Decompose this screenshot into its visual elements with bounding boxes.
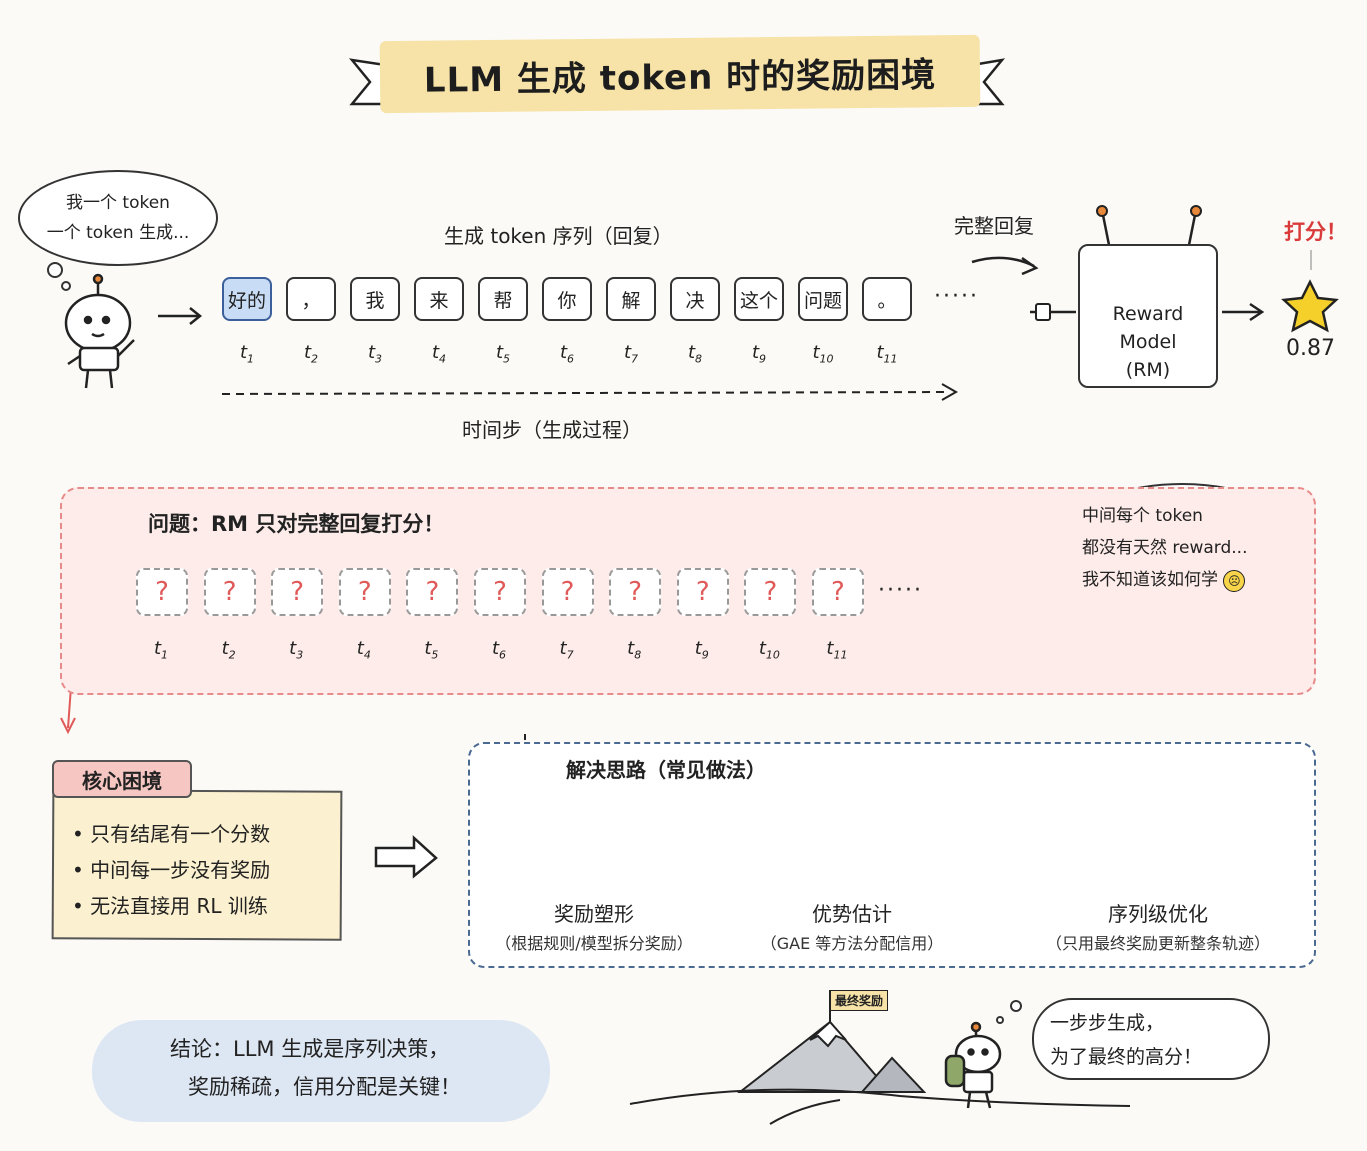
unknown-reward-box: ? [136,568,188,616]
conclusion-line-2: 奖励稀疏，信用分配是关键！ [188,1075,461,1099]
thought-cloud-1: 我一个 token 一个 token 生成... [18,170,218,266]
unknown-reward-box: ? [406,568,459,616]
speech-bubble [1032,998,1270,1080]
conclusion-line-1: 结论：LLM 生成是序列决策， [170,1037,450,1061]
page-title: LLM 生成 token 时的奖励困境 [379,34,981,114]
problem-thought: 中间每个 token 都没有天然 reward... 我不知道该如何学 ☹ [1082,500,1248,596]
score-label: 打分！ [1284,220,1347,244]
solution-sub-reward-shaping: （根据规则/模型拆分奖励） [495,934,693,953]
token-box: 。 [862,277,912,321]
conclusion-text: 结论：LLM 生成是序列决策， 奖励稀疏，信用分配是关键！ [170,1030,461,1106]
token-box: 我 [350,277,400,321]
sequence-title: 生成 token 序列（回复） [444,224,673,248]
problem-thought-line-2: 都没有天然 reward... [1082,538,1248,558]
timestep-labels: t1 t2 t3 t4 t5 t6 t7 t8 t9 t10 t11 [222,342,912,366]
summit-flag: 最终奖励 [830,990,889,1011]
token-box: 来 [414,277,464,321]
timestep-label: t9 [694,638,709,662]
speech-text: 一步步生成， 为了最终的高分！ [1050,1006,1202,1074]
reward-model-box [1078,244,1218,388]
timestep-label: t4 [356,638,371,662]
rm-line-3: (RM) [1125,359,1171,381]
unknown-reward-box: ? [541,568,594,616]
timestep-label: t2 [303,342,319,366]
conclusion-panel [92,1020,550,1122]
hiker-robot-icon [944,1021,1002,1109]
timestep-label: t6 [559,342,575,366]
list-item: 无法直接用 RL 训练 [72,888,270,924]
unknown-reward-row: ? ? ? ? ? ? ? ? ? ? ? [136,568,864,616]
token-box: 解 [606,277,656,321]
solution-sub-advantage: （GAE 等方法分配信用） [760,934,944,953]
timestep-label: t4 [431,342,447,366]
token-box: 好的 [222,277,272,321]
token-box: 你 [542,277,592,321]
solution-title-advantage: 优势估计 [812,902,892,926]
speech-line-2: 为了最终的高分！ [1050,1046,1203,1068]
timestep-label: t9 [751,342,767,366]
robot-icon [64,273,135,389]
list-item: 中间每一步没有奖励 [72,852,270,888]
rm-line-1: Reward [1112,303,1184,325]
token-box: ， [286,277,336,321]
timestep-label: t6 [491,638,506,662]
unknown-reward-box: ? [676,568,729,616]
timestep-label: t1 [239,342,255,366]
solutions-title: 解决思路（常见做法） [566,758,766,782]
sad-face-icon: ☹ [1223,570,1246,592]
timestep-label: t7 [559,638,574,662]
token-box: 问题 [798,277,848,321]
timestep-label: t3 [289,638,304,662]
core-dilemma-list: 只有结尾有一个分数 中间每一步没有奖励 无法直接用 RL 训练 [72,816,270,924]
sequence-ellipsis: ····· [934,284,979,309]
score-value: 0.87 [1286,336,1335,361]
timestep-label: t5 [495,342,511,366]
rm-line-2: Model [1119,331,1177,353]
unknown-reward-box: ? [338,568,391,616]
star-icon [1281,279,1339,333]
token-box: 帮 [478,277,528,321]
timestep-label: t8 [627,638,642,662]
unknown-reward-box: ? [609,568,662,616]
token-box: 决 [670,277,720,321]
problem-thought-line-1: 中间每个 token [1082,506,1203,526]
problem-thought-line-3: 我不知道该如何学 ☹ [1082,564,1248,596]
problem-timestep-labels: t1 t2 t3 t4 t5 t6 t7 t8 t9 t10 t11 [136,638,862,662]
timestep-label: t8 [687,342,703,366]
timestep-label: t3 [367,342,383,366]
unknown-reward-box: ? [473,568,526,616]
timestep-label: t1 [153,638,169,662]
solution-sub-sequence: （只用最终奖励更新整条轨迹） [1045,934,1270,953]
core-dilemma-tag: 核心困境 [52,760,192,798]
problem-title: 问题：RM 只对完整回复打分！ [148,512,445,536]
unknown-reward-box: ? [811,568,864,616]
timestep-label: t2 [221,638,236,662]
reward-model-label: Reward Model (RM) [1078,300,1218,384]
speech-line-1: 一步步生成， [1050,1012,1165,1034]
token-box: 这个 [734,277,784,321]
timestep-label: t10 [758,638,780,662]
unknown-reward-box: ? [203,568,256,616]
list-item: 只有结尾有一个分数 [72,816,270,852]
time-axis-label: 时间步（生成过程） [462,418,642,442]
timestep-label: t10 [812,342,834,366]
solutions-panel [468,742,1316,968]
unknown-reward-box: ? [744,568,797,616]
thought-line-1: 我一个 token [66,193,170,213]
thought-line-2: 一个 token 生成... [46,223,190,243]
timestep-label: t7 [623,342,639,366]
timestep-label: t11 [826,638,848,662]
token-sequence: 好的 ， 我 来 帮 你 解 决 这个 问题 。 [222,277,912,321]
problem-ellipsis: ····· [878,578,923,603]
solution-title-sequence: 序列级优化 [1108,902,1208,926]
unknown-reward-box: ? [271,568,324,616]
hollow-arrow-icon [374,835,438,879]
timestep-label: t11 [876,342,898,366]
solution-title-reward-shaping: 奖励塑形 [554,902,634,926]
complete-reply-label: 完整回复 [954,214,1034,238]
timestep-label: t5 [424,638,439,662]
